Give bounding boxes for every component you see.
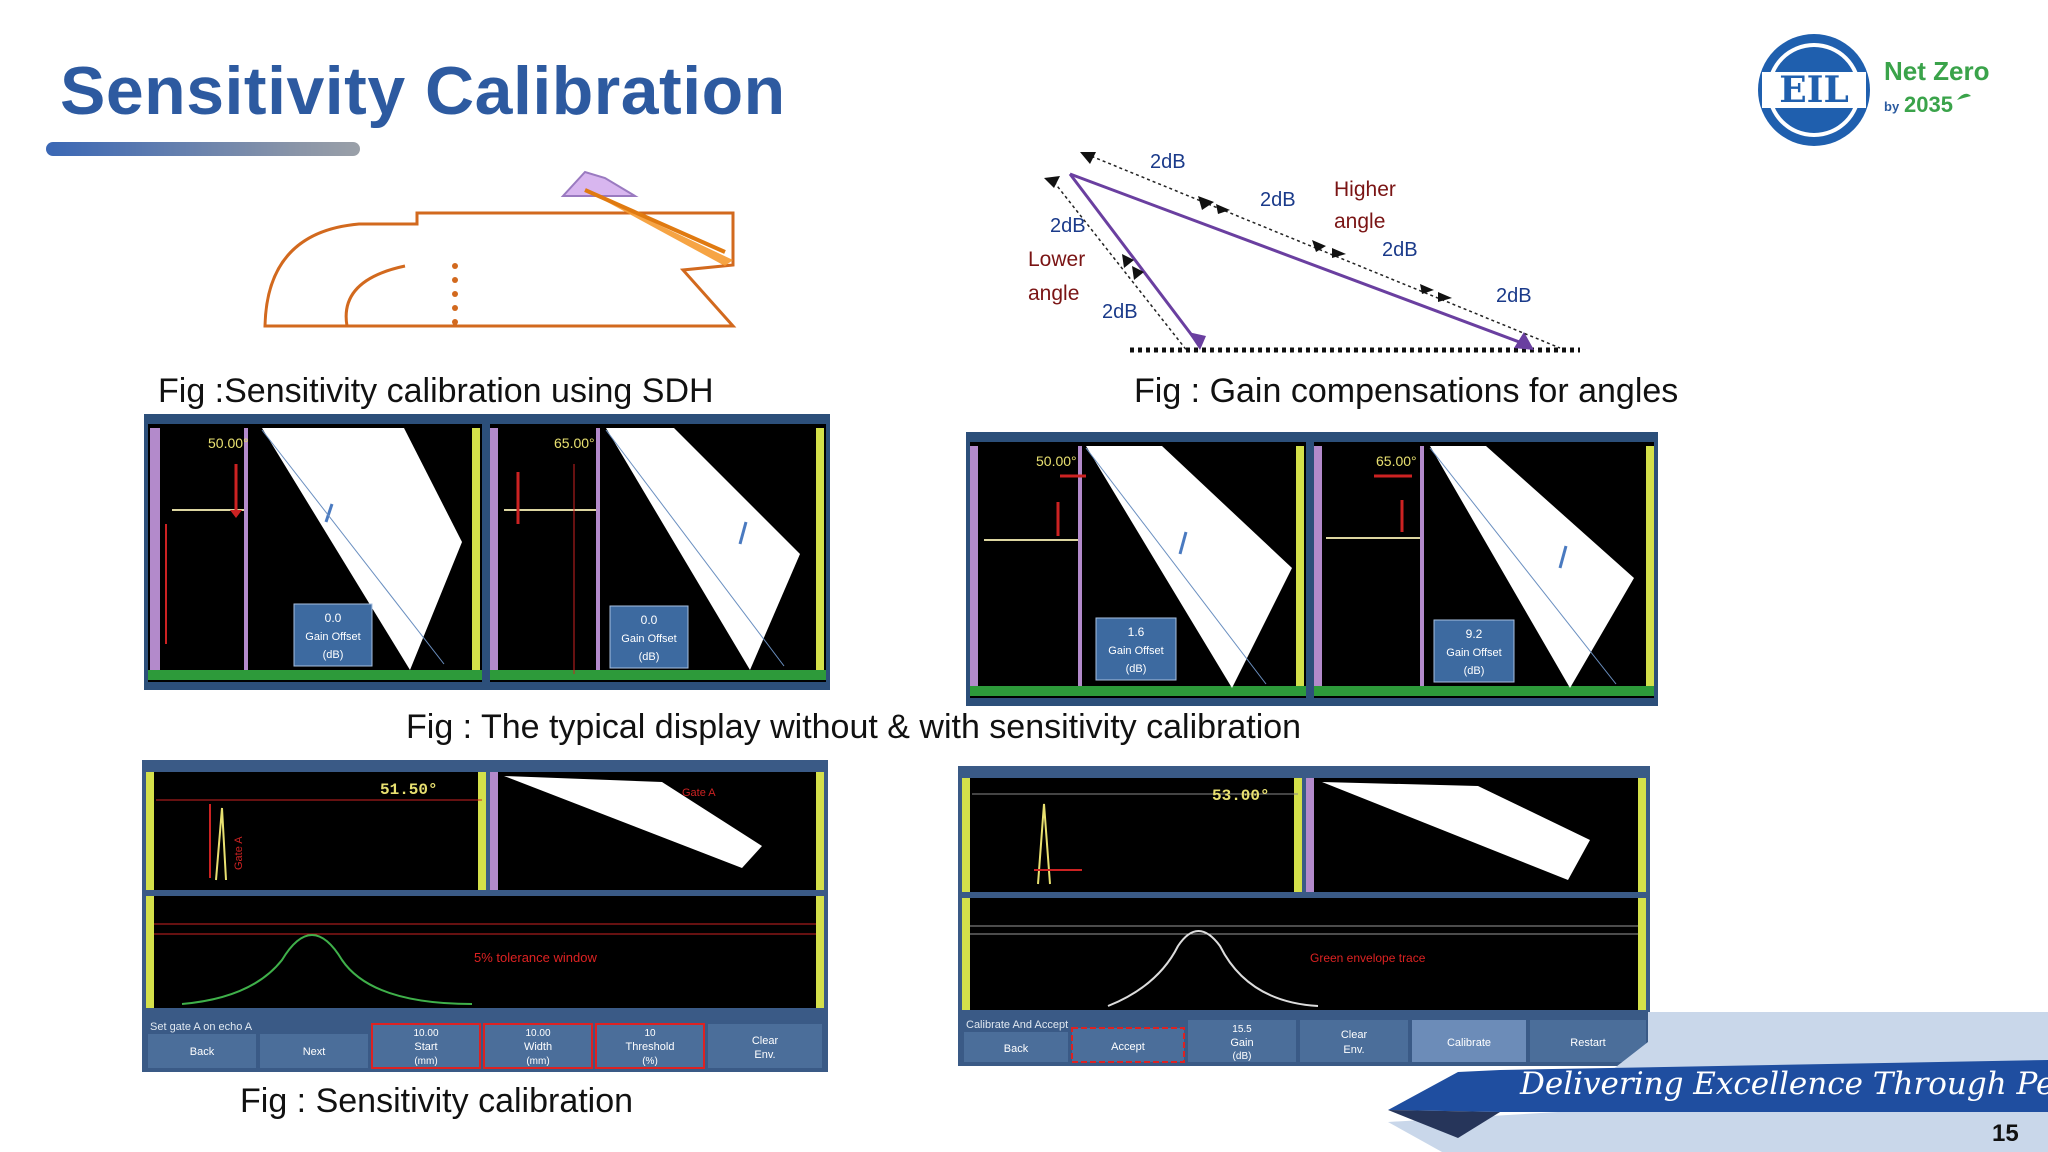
svg-text:10: 10 — [644, 1028, 656, 1039]
logo-eil-text: EIL — [1779, 69, 1849, 111]
svg-text:Back: Back — [190, 1046, 215, 1058]
svg-text:angle: angle — [1028, 282, 1079, 305]
sdh-hole — [452, 305, 458, 311]
svg-text:(dB): (dB) — [1126, 663, 1147, 675]
svg-text:Gain: Gain — [1230, 1037, 1253, 1049]
svg-text:Gain Offset: Gain Offset — [305, 631, 360, 643]
svg-text:Restart: Restart — [1570, 1037, 1605, 1049]
svg-text:(dB): (dB) — [1464, 665, 1485, 677]
eil-logo: EIL Net Zero by 2035 — [1754, 30, 2024, 150]
probe-wedge — [560, 170, 639, 197]
svg-text:Threshold: Threshold — [626, 1041, 675, 1053]
svg-text:Width: Width — [524, 1041, 552, 1053]
svg-text:65.00°: 65.00° — [1376, 453, 1417, 469]
svg-text:51.50°: 51.50° — [380, 781, 438, 799]
caption-sensitivity: Fig : Sensitivity calibration — [240, 1082, 634, 1120]
logo-by: by — [1884, 99, 1900, 114]
sdh-hole — [452, 263, 458, 269]
svg-text:15.5: 15.5 — [1232, 1024, 1252, 1035]
svg-text:Gate A: Gate A — [233, 836, 245, 870]
sdh-hole — [452, 291, 458, 297]
svg-text:Calibrate: Calibrate — [1447, 1037, 1491, 1049]
footer-tagline: Delivering Excellence Through People — [1520, 1066, 2048, 1102]
svg-text:9.2: 9.2 — [1466, 627, 1483, 641]
svg-text:65.00°: 65.00° — [554, 435, 595, 451]
slide-title: Sensitivity Calibration — [60, 53, 786, 129]
calibration-screen-left: 51.50° Gate A Gate A 5% tolerance window… — [142, 760, 828, 1072]
test-block-outline — [263, 211, 737, 328]
svg-text:2dB: 2dB — [1496, 285, 1532, 307]
lower-angle-beam — [1068, 173, 1202, 347]
svg-text:0.0: 0.0 — [641, 613, 658, 627]
svg-text:53.00°: 53.00° — [1212, 787, 1270, 805]
svg-text:Gate A: Gate A — [682, 787, 716, 799]
phased-array-display: 65.00° 0.0 Gain Offset (dB) — [490, 424, 826, 682]
svg-text:Env.: Env. — [754, 1049, 775, 1061]
page-number: 15 — [1992, 1120, 2019, 1147]
svg-text:2dB: 2dB — [1260, 189, 1296, 211]
svg-text:Clear: Clear — [1341, 1029, 1368, 1041]
caption-gain-angles: Fig : Gain compensations for angles — [1134, 372, 1679, 410]
svg-text:Gain Offset: Gain Offset — [1446, 647, 1501, 659]
svg-text:Next: Next — [303, 1046, 326, 1058]
svg-text:Clear: Clear — [752, 1035, 779, 1047]
svg-text:Env.: Env. — [1343, 1044, 1364, 1056]
title-underline — [46, 142, 360, 156]
sdh-probe-diagram — [263, 170, 737, 328]
svg-text:Gain Offset: Gain Offset — [1108, 645, 1163, 657]
logo-net-zero: Net Zero — [1884, 56, 1989, 86]
svg-text:1.6: 1.6 — [1128, 625, 1145, 639]
svg-text:Start: Start — [414, 1041, 437, 1053]
svg-text:Accept: Accept — [1111, 1041, 1145, 1053]
caption-sdh: Fig :Sensitivity calibration using SDH — [158, 372, 714, 410]
svg-text:2dB: 2dB — [1050, 215, 1086, 237]
svg-text:Higher: Higher — [1334, 178, 1396, 201]
svg-text:Lower: Lower — [1028, 248, 1085, 271]
higher-angle-beam — [1069, 172, 1531, 348]
svg-text:(%): (%) — [642, 1056, 658, 1067]
svg-text:(dB): (dB) — [323, 649, 344, 661]
svg-text:Calibrate And Accept: Calibrate And Accept — [966, 1019, 1068, 1031]
svg-text:(dB): (dB) — [639, 651, 660, 663]
logo-year: 2035 — [1904, 92, 1953, 117]
softkey-row: Back Next 10.00 Start (mm) 10.00 Width (… — [148, 1023, 822, 1069]
svg-text:50.00°: 50.00° — [1036, 453, 1077, 469]
svg-text:(mm): (mm) — [414, 1056, 437, 1067]
display-pair-with: 50.00° 1.6 Gain Offset (dB) 65.00° 9.2 G… — [966, 432, 1658, 706]
display-pair-without: 50.00° 0.0 Gain Offset (dB) 65.00° 0.0 G… — [144, 414, 830, 690]
svg-text:0.0: 0.0 — [325, 611, 342, 625]
sdh-hole — [452, 319, 458, 325]
svg-text:2dB: 2dB — [1102, 301, 1138, 323]
softkey-row: Back Accept 15.5 Gain (dB) Clear Env. Ca… — [964, 1020, 1646, 1063]
caption-typical-display: Fig : The typical display without & with… — [406, 708, 1302, 746]
svg-text:10.00: 10.00 — [525, 1028, 550, 1039]
svg-text:(mm): (mm) — [526, 1056, 549, 1067]
svg-text:angle: angle — [1334, 210, 1385, 233]
svg-text:Gain Offset: Gain Offset — [621, 633, 676, 645]
svg-text:Back: Back — [1004, 1043, 1029, 1055]
phased-array-display: 50.00° 0.0 Gain Offset (dB) — [148, 424, 482, 682]
calibration-screen-right: 53.00° Green envelope trace Calibrate An… — [958, 766, 1650, 1066]
svg-text:(dB): (dB) — [1233, 1051, 1252, 1062]
leaf-icon — [1957, 93, 1971, 100]
svg-text:50.00°: 50.00° — [208, 435, 249, 451]
footer-ribbon — [1388, 1012, 2048, 1152]
svg-text:2dB: 2dB — [1382, 239, 1418, 261]
beam-cone — [585, 190, 733, 266]
phased-array-display: 50.00° 1.6 Gain Offset (dB) — [970, 442, 1306, 698]
phased-array-display: 65.00° 9.2 Gain Offset (dB) — [1314, 442, 1654, 698]
svg-text:Set gate A on echo A: Set gate A on echo A — [150, 1021, 253, 1033]
gain-compensation-diagram: 2dB 2dB 2dB 2dB 2dB 2dB Higher angle Low… — [1028, 151, 1580, 353]
svg-text:2dB: 2dB — [1150, 151, 1186, 173]
svg-text:10.00: 10.00 — [413, 1028, 438, 1039]
svg-text:5% tolerance window: 5% tolerance window — [474, 950, 597, 965]
sdh-hole — [452, 277, 458, 283]
svg-text:Green envelope trace: Green envelope trace — [1310, 951, 1426, 965]
